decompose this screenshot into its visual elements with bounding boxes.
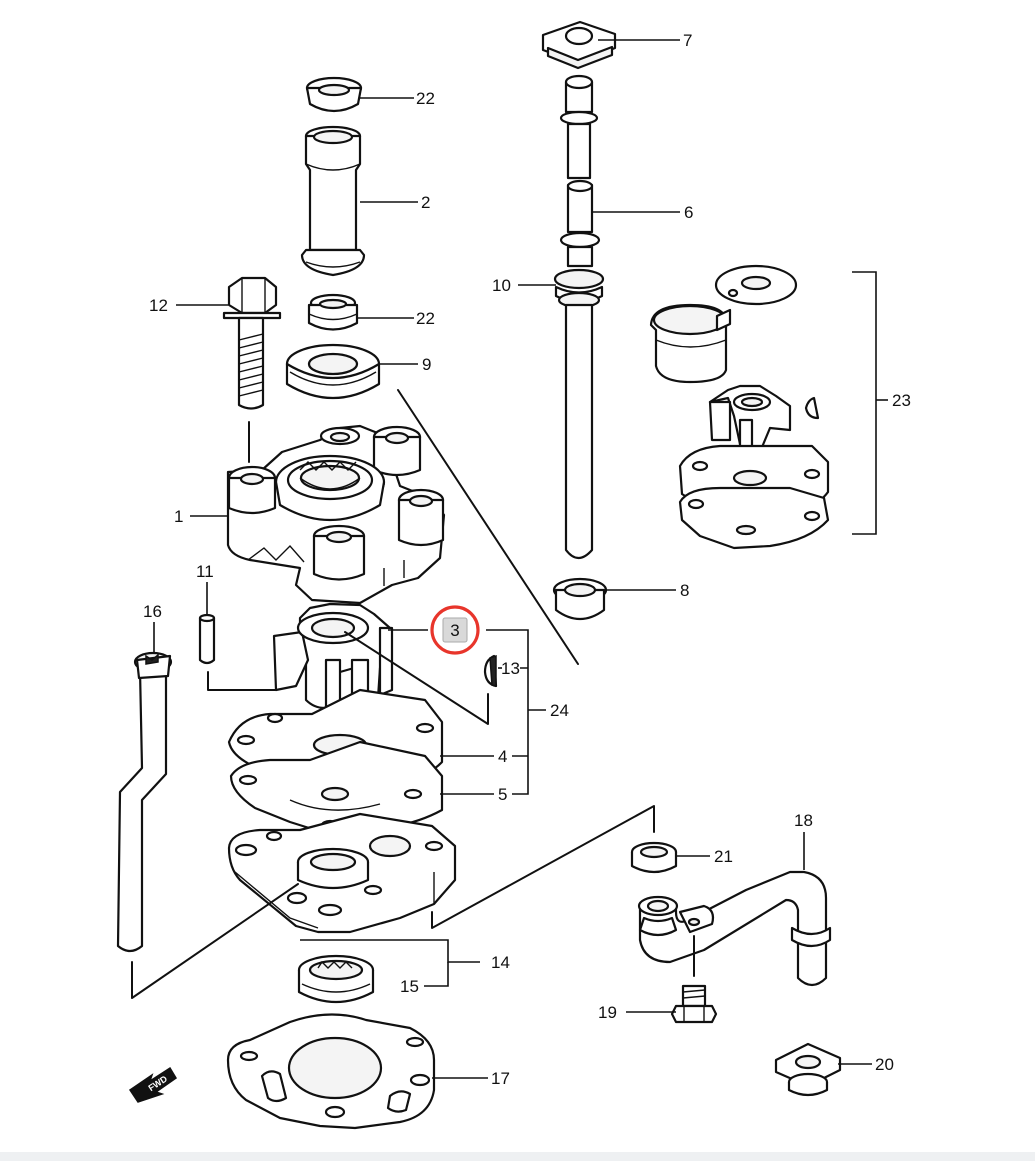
callout-24[interactable]: 24	[550, 701, 569, 720]
bracket-14-lower	[424, 962, 449, 987]
bracket-23	[852, 271, 877, 535]
callout-5[interactable]: 5	[498, 785, 507, 804]
part-20-plug[interactable]	[774, 1042, 842, 1097]
callout-20[interactable]: 20	[875, 1055, 894, 1074]
callout-11[interactable]: 11	[196, 562, 214, 581]
part-10-grommet[interactable]	[553, 268, 605, 309]
callout-16[interactable]: 16	[143, 602, 162, 621]
bracket-24-ticks	[512, 667, 546, 757]
fwd-arrow-icon: FWD	[128, 1066, 178, 1103]
callout-1[interactable]: 1	[174, 507, 183, 526]
callout-23[interactable]: 23	[892, 391, 911, 410]
callout-21[interactable]: 21	[714, 847, 733, 866]
bottom-scroll-bar	[0, 1152, 1035, 1161]
callout-8[interactable]: 8	[680, 581, 689, 600]
pin-reference-line	[207, 671, 276, 691]
reference-line-lower-right	[431, 805, 655, 929]
part-5-gasket[interactable]	[229, 740, 444, 840]
part-18-hose[interactable]	[637, 870, 832, 987]
bracket-14	[300, 939, 480, 963]
reference-line-lower-left	[131, 883, 299, 999]
callout-17[interactable]: 17	[491, 1069, 510, 1088]
part-9-seal[interactable]	[285, 343, 381, 399]
part-2-tube[interactable]	[300, 125, 366, 277]
part-13-key[interactable]	[483, 654, 498, 688]
part-21-grommet[interactable]	[630, 841, 678, 874]
part-6-lower-tube[interactable]	[564, 303, 594, 560]
part-11-pin[interactable]	[198, 613, 216, 665]
callout-7[interactable]: 7	[683, 31, 692, 50]
callout-13[interactable]: 13	[501, 659, 520, 678]
callout-4[interactable]: 4	[498, 747, 507, 766]
part-15-seal[interactable]	[297, 954, 375, 1003]
callout-22-upper[interactable]: 22	[416, 89, 435, 108]
part-8-grommet[interactable]	[552, 577, 608, 621]
callout-10[interactable]: 10	[492, 276, 511, 295]
part-14-lower-plate[interactable]	[227, 812, 457, 934]
part-7-seal[interactable]	[541, 20, 617, 70]
part-12-bolt[interactable]	[222, 276, 282, 410]
reference-line-upper	[397, 389, 579, 665]
part-22-upper-seal[interactable]	[305, 76, 363, 113]
callout-3-highlighted[interactable]: 3	[430, 605, 480, 655]
part-19-bolt[interactable]	[670, 984, 718, 1024]
callout-3[interactable]: 3	[450, 621, 459, 640]
callout-14[interactable]: 14	[491, 953, 510, 972]
part-17-gasket[interactable]	[226, 1013, 436, 1130]
part-6-water-tube[interactable]	[559, 74, 601, 268]
bracket-24	[486, 629, 529, 795]
callout-6[interactable]: 6	[684, 203, 693, 222]
callout-19[interactable]: 19	[598, 1003, 617, 1022]
callout-9[interactable]: 9	[422, 355, 431, 374]
callout-15[interactable]: 15	[400, 977, 419, 996]
part-22-lower-seal[interactable]	[307, 293, 359, 331]
part-16-tube[interactable]	[116, 651, 173, 953]
part-1-pump-housing[interactable]	[226, 424, 446, 605]
callout-12[interactable]: 12	[149, 296, 168, 315]
part-23-repair-kit[interactable]	[649, 264, 830, 550]
callout-18[interactable]: 18	[794, 811, 813, 830]
callout-2[interactable]: 2	[421, 193, 430, 212]
impeller-key-reference	[344, 631, 489, 725]
callout-22-lower[interactable]: 22	[416, 309, 435, 328]
